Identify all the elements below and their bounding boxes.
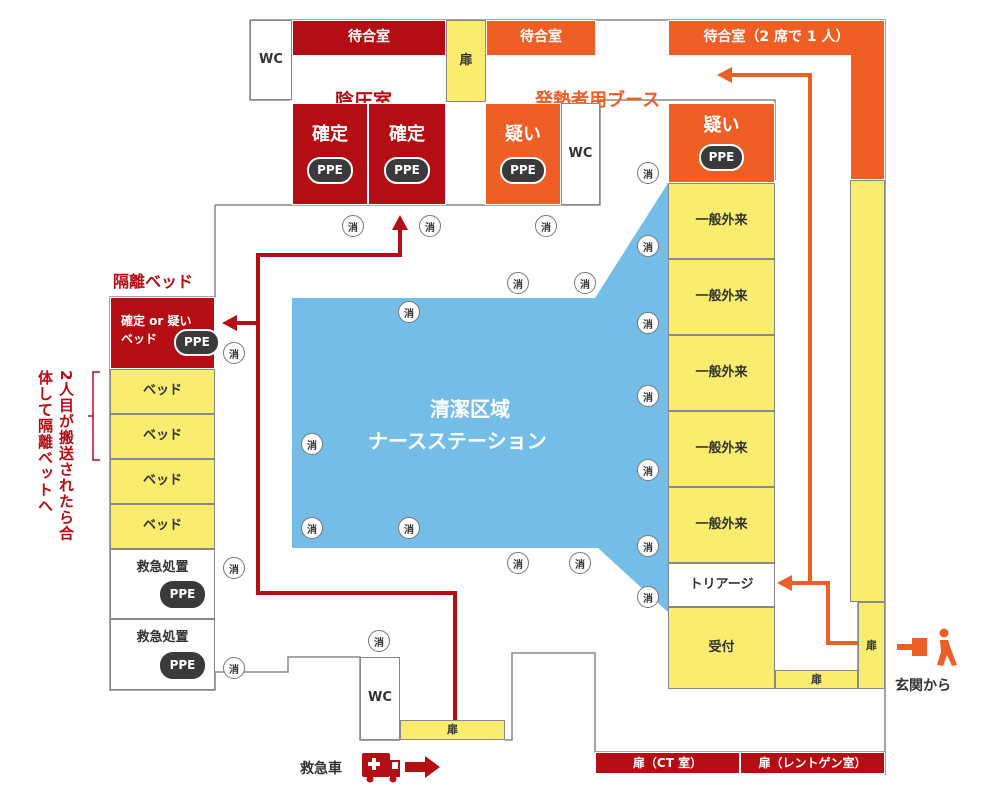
arrow-left-icon [717,67,732,83]
confirmed-room-2: 確定 PPE [368,103,446,205]
ambulance-label: 救急車 [300,761,342,777]
extinguisher-icon: 消 [637,385,659,407]
suspected-label: 疑い [703,115,740,137]
door-top: 扉 [446,20,486,102]
extinguisher-icon: 消 [569,552,591,574]
extinguisher-icon: 消 [301,433,323,455]
waiting-room-red: 待合室 [292,20,446,56]
extinguisher-icon: 消 [507,552,529,574]
extinguisher-icon: 消 [368,630,390,652]
extinguisher-icon: 消 [637,162,659,184]
triage-room: トリアージ [668,563,775,607]
ppe-badge: PPE [307,156,353,184]
emergency-treatment-1: 救急処置 PPE [110,549,215,619]
suspected-label: 疑い [505,124,541,146]
ambulance-icon [362,753,400,783]
extinguisher-icon: 消 [637,459,659,481]
waiting-room-big: 待合室（2 席で 1 人） [668,20,885,56]
emergency-treatment-2: 救急処置 PPE [110,619,215,690]
isolation-bed-room: 確定 or 疑い ベッド PPE [110,297,220,369]
ppe-badge: PPE [174,329,220,356]
extinguisher-icon: 消 [574,272,596,294]
extinguisher-icon: 消 [637,586,659,608]
extinguisher-icon: 消 [223,557,245,579]
suspected-booth-2: 疑い PPE [668,103,775,183]
door-xray-room: 扉（レントゲン室） [740,752,885,774]
extinguisher-icon: 消 [535,215,557,237]
ppe-badge: PPE [500,156,546,184]
bed-4: ベッド [110,504,215,549]
ppe-badge: PPE [159,581,206,609]
waiting-room-big-ext [850,55,885,180]
extinguisher-icon: 消 [342,215,364,237]
ppe-badge: PPE [159,651,206,679]
wc-room-bottom: WC [360,657,400,740]
emergency-treatment-label: 救急処置 [136,630,189,646]
clean-area-shape [292,183,668,612]
isolation-bed-label: 隔離ベッド [113,272,194,291]
arrow-left-icon [897,638,927,656]
extinguisher-icon: 消 [419,215,441,237]
emergency-treatment-label: 救急処置 [136,559,189,575]
extinguisher-icon: 消 [637,312,659,334]
arrow-right-icon [405,756,440,778]
ppe-badge: PPE [698,143,745,171]
suspected-booth-1: 疑い PPE [485,103,561,205]
extinguisher-icon: 消 [637,235,659,257]
walking-person-icon [937,628,957,666]
door-bottom-center: 扉 [400,720,505,740]
confirmed-room-1: 確定 PPE [292,103,368,205]
bed-2: ベッド [110,414,215,459]
entrance-label: 玄関から [895,678,951,694]
arrow-left-icon [777,575,792,591]
isolation-bed-text: 確定 or 疑い ベッド [121,314,192,346]
nurse-station-label: ナースステーション [368,429,547,453]
confirmed-label: 確定 [389,124,425,146]
corridor-right [850,180,885,602]
bed-1: ベッド [110,369,215,414]
door-ct-room: 扉（CT 室） [595,752,740,774]
general-outpatient-2: 一般外来 [668,259,775,335]
reception: 受付 [668,607,775,689]
door-entrance: 扉 [858,602,885,689]
door-bottom-right: 扉 [775,670,858,689]
wc-room-booth: WC [561,103,600,205]
arrow-up-icon [392,215,408,230]
extinguisher-icon: 消 [223,342,245,364]
extinguisher-icon: 消 [398,517,420,539]
extinguisher-icon: 消 [398,301,420,323]
bed-3: ベッド [110,459,215,504]
ppe-badge: PPE [384,156,430,184]
clean-area-label: 清潔区域 [430,397,510,421]
general-outpatient-3: 一般外来 [668,335,775,411]
general-outpatient-4: 一般外来 [668,411,775,487]
waiting-room-orange: 待合室 [486,20,596,56]
general-outpatient-5: 一般外来 [668,487,775,563]
arrow-left-icon [222,315,237,331]
extinguisher-icon: 消 [301,517,323,539]
extinguisher-icon: 消 [223,657,245,679]
bracket [88,371,100,461]
confirmed-label: 確定 [312,124,348,146]
general-outpatient-1: 一般外来 [668,183,775,259]
extinguisher-icon: 消 [637,535,659,557]
side-note: 2人目が搬送されたら合体して隔離ベットへ [36,370,75,542]
wc-room-top: WC [250,20,292,100]
extinguisher-icon: 消 [507,272,529,294]
